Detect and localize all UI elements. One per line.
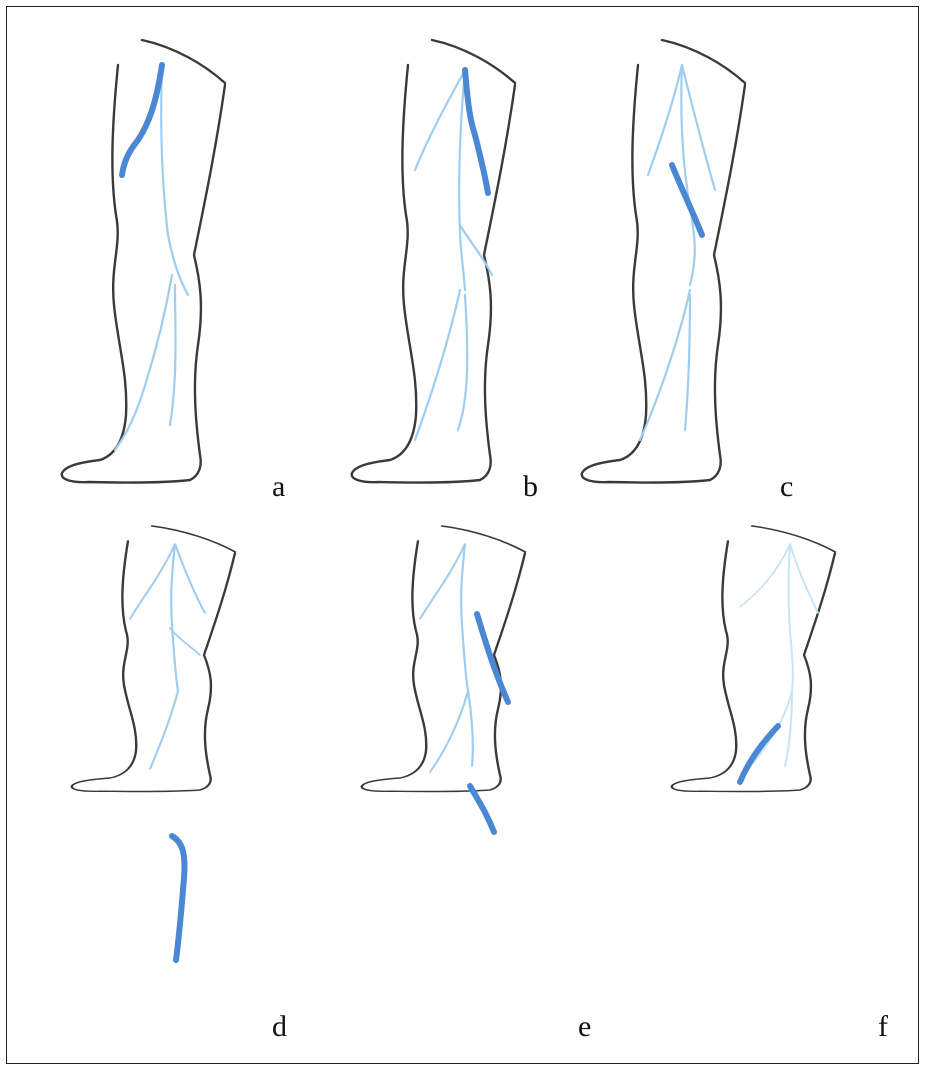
highlighted-vein-c — [672, 165, 702, 235]
leg-diagram-e — [362, 526, 525, 792]
leg-diagram-d — [72, 526, 235, 792]
highlighted-vein-b — [465, 70, 488, 193]
panel-label-e: e — [578, 1010, 591, 1044]
leg-diagram-a — [62, 40, 225, 483]
panel-label-b: b — [523, 470, 538, 504]
panel-label-a: a — [272, 470, 285, 504]
highlighted-vein-a — [122, 65, 162, 175]
panel-label-c: c — [780, 470, 793, 504]
leg-diagram-c — [582, 40, 745, 483]
panel-label-f: f — [878, 1010, 888, 1044]
panel-label-d: d — [272, 1010, 287, 1044]
leg-diagram-b — [352, 40, 515, 483]
highlighted-vein-e-2 — [470, 786, 494, 832]
highlighted-vein-f — [740, 726, 778, 782]
highlighted-vein-d — [172, 836, 185, 960]
